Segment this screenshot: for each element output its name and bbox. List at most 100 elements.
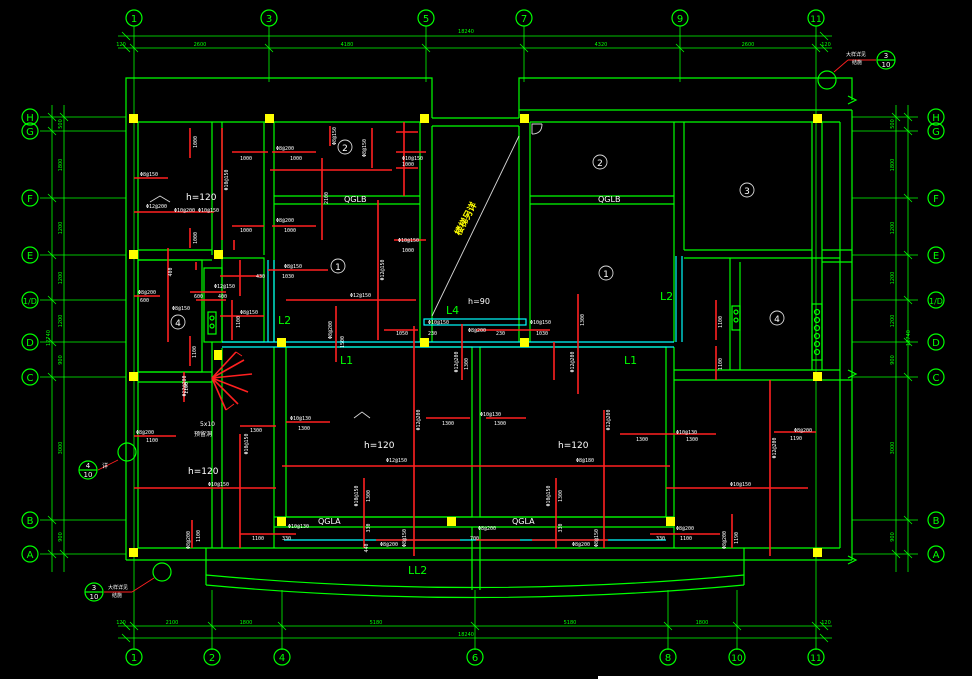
axis-left-D: D (26, 338, 34, 349)
rebar-label-s10150b: Φ10@150 (208, 482, 229, 488)
rebar-vlabel-1000b: 1000 (193, 232, 199, 244)
axis-bottom-8: 8 (665, 653, 671, 664)
rebar-label-s10130a: Φ10@130 (290, 416, 311, 422)
rebar-vlabel-1100d: 1100 (196, 530, 202, 542)
rebar-label-1030a: 1030 (282, 274, 294, 280)
rebar-label-s8150c: Φ8@150 (240, 310, 258, 316)
dim-top-0: 120 (116, 42, 126, 48)
slab-thickness-label-b: h=120 (364, 441, 395, 451)
detail-callout-b-top: 4 (86, 462, 91, 470)
rebar-label-700: 700 (470, 536, 479, 542)
dim-left-6: 3000 (58, 442, 64, 455)
dim-top-5: 120 (821, 42, 831, 48)
dim-bottom-3: 5180 (370, 620, 383, 626)
rebar-vlabel-s12200e: Φ12@200 (416, 409, 422, 430)
dim-right-7: 900 (890, 532, 896, 542)
detail-callouts: 3 10 大样详见 结施 4 10 详 3 10 大样详见 结施 (78, 50, 896, 602)
walls (117, 70, 858, 599)
axis-left-A: A (27, 550, 34, 561)
detail-callout-a-bottom: 10 (882, 61, 891, 69)
detail-callout-b-note: 详 (102, 462, 108, 470)
rebar-label-1000f: 1000 (402, 248, 414, 254)
axis-top-7: 7 (521, 14, 527, 25)
room-numbers: 2 1 4 2 3 1 4 (170, 139, 785, 330)
room-number-4a: 4 (175, 319, 181, 329)
columns (129, 114, 822, 557)
dim-top-total: 18240 (458, 29, 474, 35)
rebar-vlabel-330b: 330 (558, 523, 564, 532)
rebar-label-s10130b: Φ10@130 (480, 412, 501, 418)
slab-thickness-label-d: h=120 (188, 467, 219, 477)
rebar-label-s8200i: Φ8@200 (136, 430, 154, 436)
axis-bottom-11: 11 (810, 654, 821, 664)
axis-right-A: A (933, 550, 940, 561)
axis-right-D: D (932, 338, 940, 349)
rebar-label-s8200f: Φ8@200 (572, 542, 590, 548)
rebar-label-s10130d: Φ10@130 (288, 524, 309, 530)
beam-label-QGLB-a: QGLB (344, 195, 366, 204)
rebar-label-230b: 230 (428, 331, 437, 337)
room-number-1b: 1 (603, 270, 609, 280)
rebar-vlabel-s10150c: Φ10@150 (354, 485, 360, 506)
rebar-vlabel-1300a: 1300 (366, 490, 372, 502)
rebar-label-1300a: 1300 (250, 428, 262, 434)
rebar-vlabel-s12200c: Φ12@200 (454, 351, 460, 372)
rebar-label-s12150a: Φ12@150 (350, 293, 371, 299)
detail-callout-c-top: 3 (92, 584, 96, 592)
rebar-vlabel-1300b: 1300 (558, 490, 564, 502)
slab-thickness-label-a: h=120 (186, 193, 217, 203)
rebar-vlabel-1300d: 1300 (580, 314, 586, 326)
axis-bottom-4: 4 (279, 653, 285, 664)
stair-count-label: 5x10 (200, 421, 215, 428)
rebar-vlabel-1100b: 1100 (192, 346, 198, 358)
stair-note: 楼梯另详 (452, 200, 480, 237)
dim-right-4: 1200 (890, 315, 896, 328)
detail-callout-a-note: 大样详见 (846, 51, 866, 58)
dimension-texts-vertical: 12740 500 1800 1200 1200 1200 900 3000 9… (46, 119, 912, 542)
dim-left-2: 1200 (58, 222, 64, 235)
rebar-vlabel-1100e: 1100 (718, 316, 724, 328)
rebar-label-1300c: 1300 (442, 421, 454, 427)
axis-grid-lines (40, 26, 918, 650)
axis-left-H: H (26, 113, 34, 124)
rebar-label-s8200c: Φ8@200 (794, 428, 812, 434)
dim-left-total: 12740 (46, 330, 52, 346)
dim-left-3: 1200 (58, 272, 64, 285)
rebar-label-600a: 600 (140, 298, 149, 304)
rebar-vlabel-s12200f: Φ12@200 (182, 375, 188, 396)
rebar-label-1300b: 1300 (298, 426, 310, 432)
rebar-vlabel-s8150: Φ8@150 (332, 127, 338, 145)
rebar-label-s10200: Φ10@200 (174, 208, 195, 214)
dim-right-3: 1200 (890, 272, 896, 285)
beam-label-L1a: L1 (340, 354, 353, 367)
rebar-label-s8200e: Φ8@200 (380, 542, 398, 548)
rebar-vlabel-1190: 1190 (734, 532, 740, 544)
rebar-label-s12150c: Φ12@150 (214, 284, 235, 290)
dim-bottom-2: 1800 (240, 620, 253, 626)
rebar-label-1050: 1050 (396, 331, 408, 337)
rebar-label-s8150b: Φ8@150 (284, 264, 302, 270)
rebar-vlabel-s12150: Φ12@150 (380, 259, 386, 280)
rebar-label-s10150a: Φ10@150 (198, 208, 219, 214)
dim-left-0: 500 (58, 119, 64, 129)
rebar-label-s8200a: Φ8@200 (276, 146, 294, 152)
dim-bottom-total: 18240 (458, 632, 474, 638)
beam-label-LL2: LL2 (408, 564, 427, 577)
rebar-vlabel-440a: 440 (364, 543, 370, 552)
rebar-vlabel-s8200: Φ8@200 (328, 321, 334, 339)
rebar-label-s10150g: Φ10@150 (530, 320, 551, 326)
axis-bottom-1: 1 (131, 653, 137, 664)
axis-top-3: 3 (266, 14, 272, 25)
axis-top-5: 5 (423, 14, 429, 25)
axis-right-H: H (932, 113, 940, 124)
axis-left-F: F (27, 194, 33, 205)
rebar-label-1300f: 1300 (686, 437, 698, 443)
rebar-label-1300d: 1300 (494, 421, 506, 427)
rebar-label-s8150d: Φ8@150 (172, 306, 190, 312)
rebar-label-s8180: Φ8@180 (576, 458, 594, 464)
room-number-2a: 2 (342, 144, 348, 154)
rebar-lines (134, 122, 816, 556)
detail-callout-a-note2: 结施 (852, 59, 862, 66)
beam-label-L1b: L1 (624, 354, 637, 367)
dim-left-4: 1200 (58, 315, 64, 328)
